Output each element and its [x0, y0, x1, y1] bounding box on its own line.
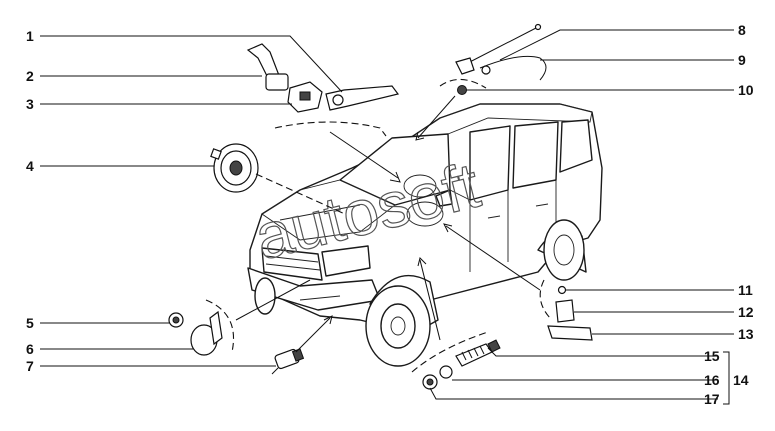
door-switch-bracket	[547, 285, 593, 341]
callout-15: 15	[704, 348, 720, 364]
sensor-cutline	[411, 331, 489, 373]
group-bracket	[723, 351, 730, 405]
leader-lines	[40, 29, 734, 400]
sensor-arrow-head	[323, 315, 333, 325]
callout-10: 10	[738, 82, 754, 98]
callout-3: 3	[26, 96, 34, 112]
callout-8: 8	[738, 22, 746, 38]
sensor-arrow-head2	[417, 257, 427, 267]
sensor-with-nuts	[422, 339, 501, 390]
antenna-arrow-head	[415, 131, 425, 141]
callout-labels: 1 2 3 4 5 6 7 8 9 10 11 12 13 15 16 17 1…	[26, 22, 754, 407]
switches-cutline	[274, 121, 387, 137]
sensor-arrow-line2	[419, 259, 441, 341]
switches-arrow-head	[389, 171, 401, 183]
callout-16: 16	[704, 372, 720, 388]
callout-9: 9	[738, 52, 746, 68]
switches-arrow-line	[329, 131, 399, 179]
callout-13: 13	[738, 326, 754, 342]
steering-column-switches	[246, 43, 400, 113]
callout-11: 11	[738, 282, 753, 298]
bracket-arrow-line	[445, 225, 541, 291]
callout-2: 2	[26, 68, 34, 84]
callout-1: 1	[26, 28, 34, 44]
loudspeaker	[210, 143, 259, 193]
horn-assembly	[168, 310, 223, 356]
horn-cutline	[205, 299, 235, 353]
callout-6: 6	[26, 341, 34, 357]
speaker-leader-dashed	[255, 173, 346, 215]
antenna-cutline	[439, 78, 487, 89]
antenna-arrow-line	[417, 95, 456, 139]
callout-14-group: 14	[733, 372, 749, 388]
callout-12: 12	[738, 304, 754, 320]
horn-leader	[235, 279, 311, 321]
sensor-arrow-line	[295, 317, 331, 353]
callout-4: 4	[26, 158, 34, 174]
callout-5: 5	[26, 315, 34, 331]
bracket-arrow-head	[443, 223, 453, 233]
vehicle-illustration	[247, 103, 603, 367]
callout-17: 17	[704, 391, 720, 407]
callout-7: 7	[26, 358, 34, 374]
antenna-assembly	[455, 23, 547, 95]
bracket-cutline	[539, 279, 551, 319]
sensor-connector	[271, 348, 305, 375]
